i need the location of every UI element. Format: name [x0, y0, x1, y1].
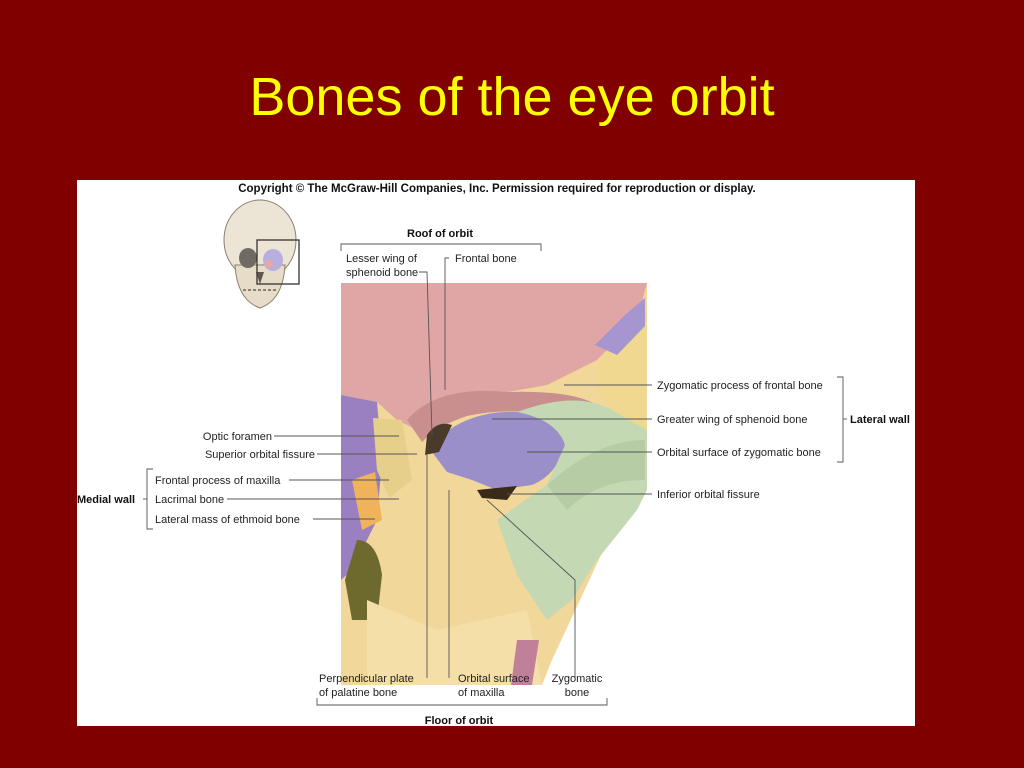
medial-bracket [146, 468, 153, 530]
orbit-diagram: Copyright © The McGraw-Hill Companies, I… [77, 183, 910, 726]
greater-wing-label: Greater wing of sphenoid bone [657, 414, 807, 426]
roof-of-orbit-label: Roof of orbit [407, 228, 473, 240]
superior-orbital-fissure-label: Superior orbital fissure [205, 449, 315, 461]
perpendicular-plate-label-line2: of palatine bone [319, 687, 397, 699]
zygomatic-bone-label-line1: Zygomatic [552, 673, 603, 685]
zygomatic-process-label: Zygomatic process of frontal bone [657, 380, 823, 392]
lateral-mass-ethmoid-label: Lateral mass of ethmoid bone [155, 514, 300, 526]
lateral-bracket [837, 376, 844, 463]
ethmoid-shape [352, 472, 382, 530]
orbit-bones-illustration [341, 283, 647, 685]
sphenoid-shape [429, 411, 565, 490]
lesser-wing-label-line1: Lesser wing of [346, 253, 418, 265]
inferior-orbital-fissure-label: Inferior orbital fissure [657, 489, 760, 501]
skull-thumbnail [223, 199, 300, 309]
frontal-bone-label: Frontal bone [455, 253, 517, 265]
leader-lines [227, 257, 652, 678]
frontal-bone-shape [341, 283, 647, 430]
thumbnail-highlight-box [256, 239, 300, 285]
lateral-wall-label: Lateral wall [850, 414, 910, 426]
orbital-surface-maxilla-label-line2: of maxilla [458, 687, 505, 699]
orbit-figure: Copyright © The McGraw-Hill Companies, I… [77, 180, 915, 726]
slide-title: Bones of the eye orbit [249, 67, 775, 127]
orbital-surface-zygomatic-label: Orbital surface of zygomatic bone [657, 447, 821, 459]
lacrimal-shape [373, 418, 412, 498]
lacrimal-bone-label: Lacrimal bone [155, 494, 224, 506]
medial-wall-label: Medial wall [77, 494, 135, 506]
optic-foramen-label: Optic foramen [203, 431, 272, 443]
orbital-surface-maxilla-label-line1: Orbital surface [458, 673, 530, 685]
copyright-text: Copyright © The McGraw-Hill Companies, I… [238, 183, 756, 195]
zygomatic-bone-label-line2: bone [565, 687, 589, 699]
frontal-process-maxilla-label: Frontal process of maxilla [155, 475, 281, 487]
floor-of-orbit-label: Floor of orbit [425, 715, 494, 726]
lesser-wing-label-line2: sphenoid bone [346, 267, 418, 279]
floor-bracket [316, 698, 608, 706]
palatine-shape [345, 540, 382, 620]
roof-bracket [340, 243, 542, 251]
perpendicular-plate-label-line1: Perpendicular plate [319, 673, 414, 685]
